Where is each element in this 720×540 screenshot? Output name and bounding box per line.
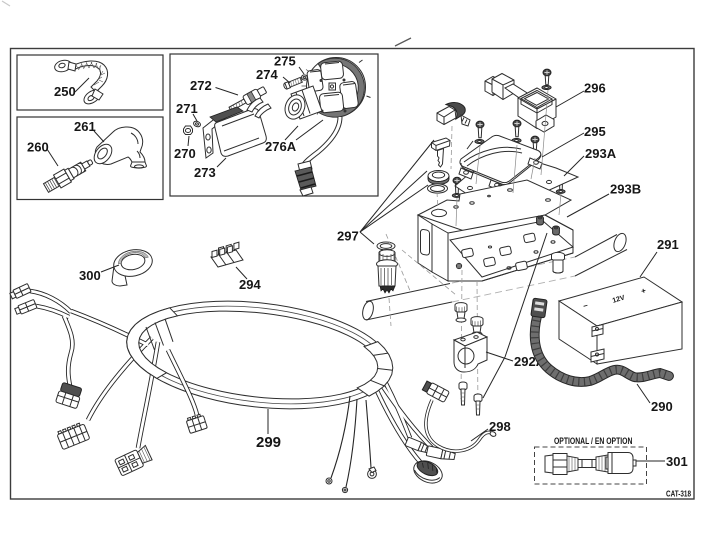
svg-text:CAT-318: CAT-318 [666,489,691,499]
svg-text:OPTIONAL / EN OPTION: OPTIONAL / EN OPTION [554,436,632,446]
svg-text:291: 291 [657,237,679,252]
svg-text:295: 295 [584,124,606,139]
svg-text:298: 298 [489,419,511,434]
svg-text:294: 294 [239,277,261,292]
svg-text:290: 290 [651,399,673,414]
svg-text:−: − [582,301,589,311]
svg-text:293A: 293A [585,146,617,161]
svg-text:275: 275 [274,54,296,69]
svg-text:272: 272 [190,78,212,93]
svg-text:273: 273 [194,165,216,180]
svg-text:270: 270 [174,146,196,161]
svg-text:301: 301 [666,454,688,469]
svg-text:274: 274 [256,67,278,82]
svg-text:+: + [640,286,647,296]
svg-text:276A: 276A [265,139,297,154]
svg-text:300: 300 [79,268,101,283]
svg-text:12V: 12V [612,294,626,304]
svg-text:271: 271 [176,101,198,116]
svg-text:296: 296 [584,81,606,96]
svg-text:260: 260 [27,140,49,155]
svg-text:297: 297 [337,229,359,244]
svg-text:293B: 293B [610,182,641,197]
svg-text:261: 261 [74,119,96,134]
svg-text:299: 299 [256,434,281,451]
svg-text:250: 250 [54,84,76,99]
